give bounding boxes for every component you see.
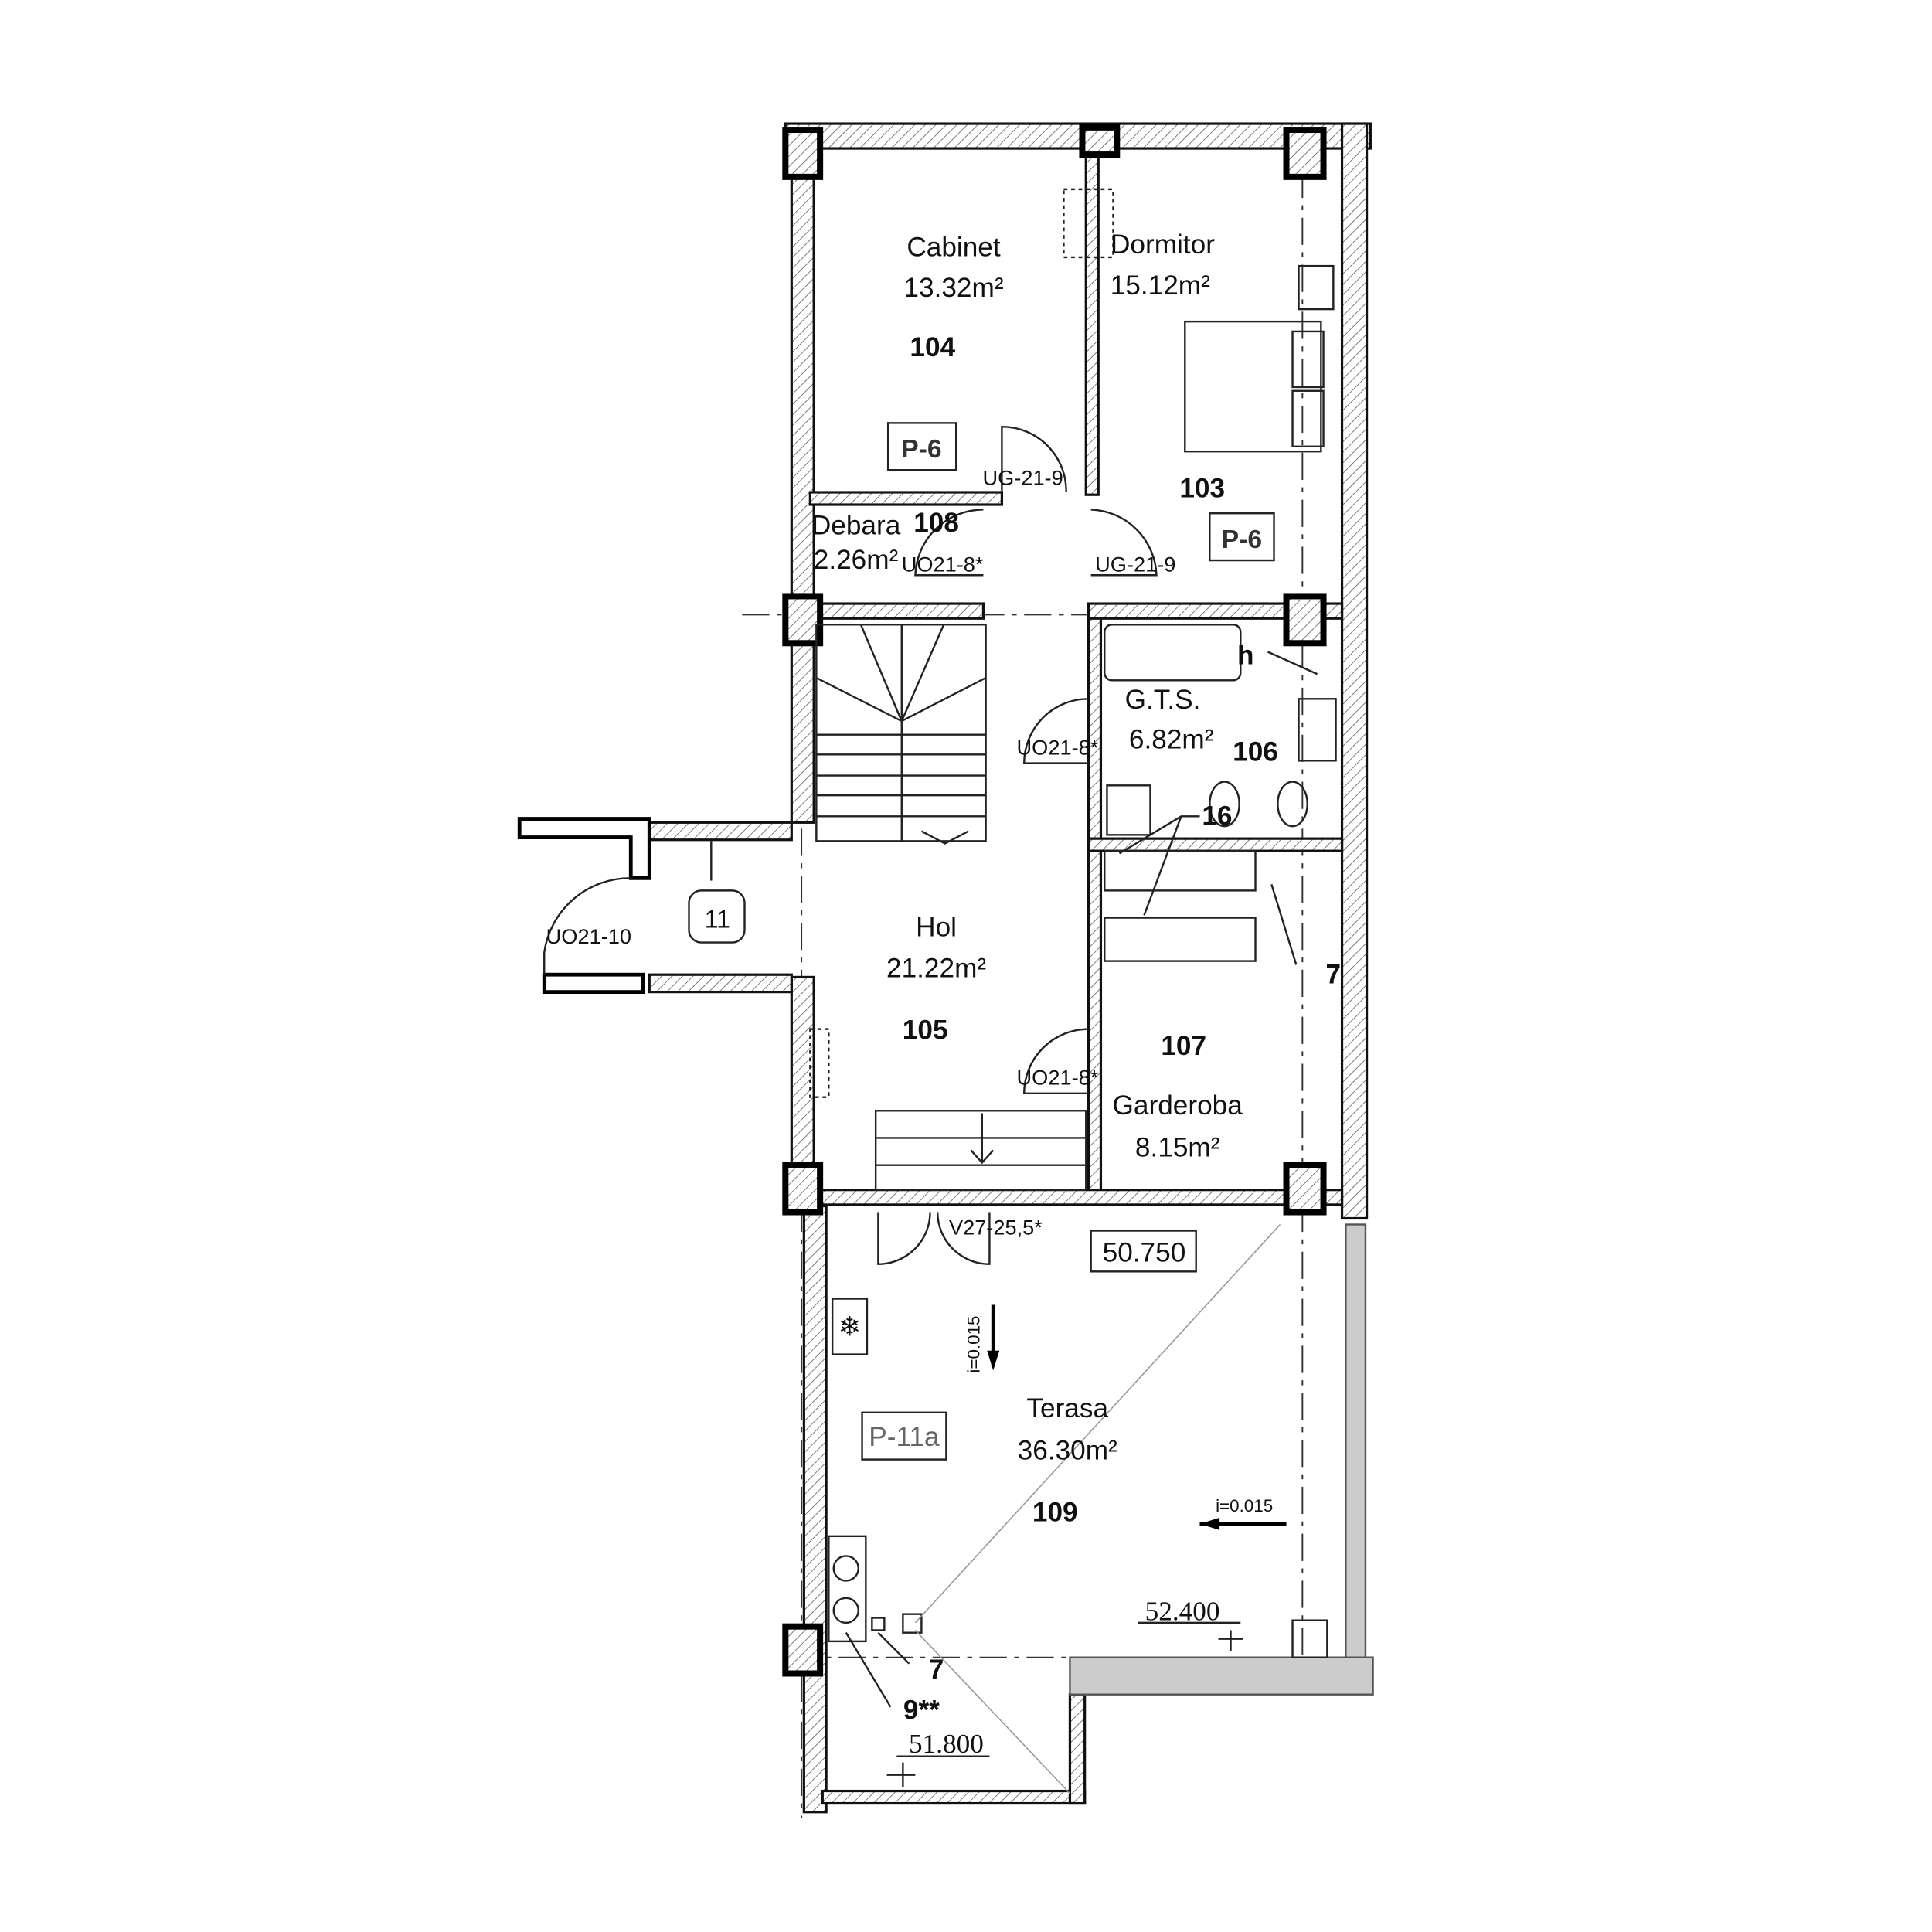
marker-9: 9** — [903, 1696, 940, 1726]
marker-h: h — [1237, 640, 1254, 670]
leader-lines — [710, 651, 1318, 1708]
entrance-marker: 11 — [705, 905, 730, 933]
door-swings — [543, 425, 1158, 1265]
room-number-debara: 108 — [913, 508, 959, 538]
finish-tag-terasa: P-11a — [869, 1422, 940, 1452]
door-label-dormitor: UG-21-9 — [1095, 552, 1175, 576]
room-area-dormitor: 15.12m² — [1111, 270, 1210, 301]
room-number-terasa: 109 — [1032, 1498, 1078, 1528]
snowflake-icon: ❄ — [838, 1312, 862, 1342]
grid-axes — [742, 124, 1373, 1818]
staircase-lower — [874, 1110, 1087, 1191]
room-area-terasa: 36.30m² — [1018, 1436, 1117, 1466]
room-number-cabinet: 104 — [910, 332, 955, 362]
washing-machine — [1106, 784, 1151, 836]
ac-unit — [831, 1298, 869, 1355]
door-label-gts: UO21-8* — [1017, 735, 1099, 759]
room-number-dormitor: 103 — [1179, 473, 1225, 503]
columns — [782, 124, 1327, 1677]
slope-label-horizontal: i=0.015 — [1216, 1496, 1273, 1515]
slope-label-vertical: i=0.015 — [964, 1315, 984, 1372]
room-name-hol: Hol — [916, 913, 957, 943]
level-mark-left: 51.800 — [909, 1729, 984, 1759]
marker-7-garderoba: 7 — [1326, 959, 1342, 989]
door-label-terrace: V27-25,5* — [949, 1215, 1043, 1239]
room-name-debara: Debara — [811, 510, 901, 540]
room-area-hol: 21.22m² — [886, 953, 986, 983]
door-label-debara: UO21-8* — [902, 552, 984, 576]
door-label-garderoba: UO21-8* — [1017, 1066, 1099, 1090]
room-area-gts: 6.82m² — [1129, 724, 1214, 754]
room-name-garderoba: Garderoba — [1113, 1090, 1243, 1121]
room-number-garderoba: 107 — [1161, 1031, 1206, 1061]
level-marks — [886, 1230, 1243, 1787]
walls — [517, 122, 1374, 1814]
room-area-garderoba: 8.15m² — [1135, 1132, 1220, 1162]
door-label-entrance: UO21-10 — [546, 924, 631, 948]
room-name-dormitor: Dormitor — [1111, 230, 1215, 260]
marker-7-terrace: 7 — [929, 1655, 944, 1685]
staircase-upper — [815, 624, 987, 845]
marker-16: 16 — [1202, 801, 1232, 832]
floor-level-box: 50.750 — [1103, 1238, 1186, 1268]
finish-tag-dormitor: P-6 — [1222, 526, 1262, 554]
room-area-cabinet: 13.32m² — [903, 273, 1003, 303]
room-number-hol: 105 — [903, 1015, 948, 1045]
room-number-gts: 106 — [1233, 736, 1278, 767]
room-name-gts: G.T.S. — [1125, 685, 1201, 715]
finish-tag-cabinet: P-6 — [901, 435, 941, 464]
bathtub — [1104, 624, 1242, 682]
door-label-cabinet: UG-21-9 — [982, 465, 1063, 489]
sink — [1298, 698, 1337, 762]
level-mark-right: 52.400 — [1145, 1597, 1220, 1627]
fixtures: ❄ — [809, 188, 1337, 1658]
room-area-debara: 2.26m² — [814, 545, 899, 575]
room-name-cabinet: Cabinet — [906, 232, 1001, 262]
slope-arrows — [987, 1304, 1287, 1530]
room-name-terasa: Terasa — [1026, 1393, 1108, 1423]
